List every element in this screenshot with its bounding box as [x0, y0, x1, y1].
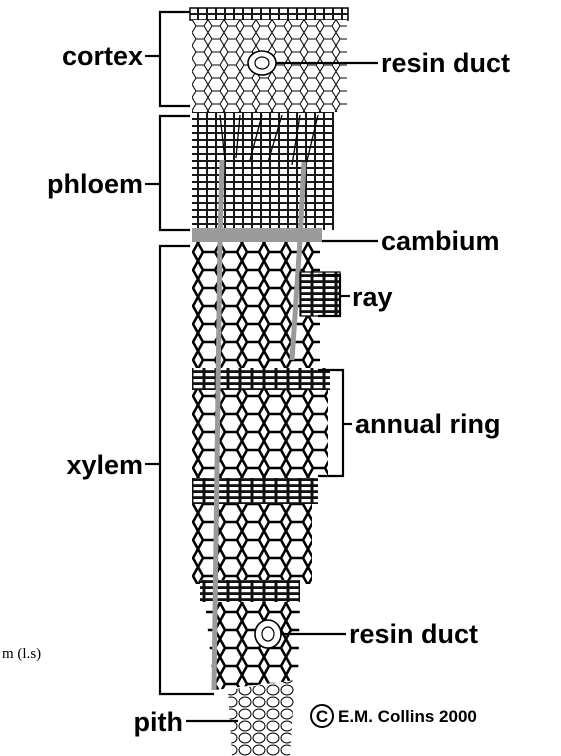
xylem-earlywood-3 [192, 504, 312, 584]
phloem-tissue [192, 112, 334, 230]
resin-duct-bottom-shape [255, 620, 281, 648]
phloem-bracket [160, 116, 190, 230]
cortex-bracket [160, 12, 190, 106]
label-annual-ring: annual ring [355, 409, 501, 439]
pith-tissue [228, 680, 295, 756]
stem-section [190, 8, 348, 756]
copyright-credit: C E.M. Collins 2000 [311, 705, 477, 727]
ray-tissue [300, 272, 340, 316]
label-xylem: xylem [66, 450, 143, 480]
label-cortex: cortex [62, 41, 143, 71]
label-resin-duct-top: resin duct [381, 48, 510, 78]
label-resin-duct-bottom: resin duct [349, 619, 478, 649]
credit-text: E.M. Collins 2000 [338, 707, 477, 726]
bark-edge [190, 8, 348, 20]
xylem-latewood-2 [192, 478, 318, 504]
label-pith: pith [134, 707, 183, 737]
caption-fragment: m (l.s) [2, 646, 41, 662]
label-ray: ray [352, 282, 393, 312]
copyright-symbol: C [316, 707, 328, 726]
xylem-earlywood-2 [192, 390, 328, 478]
label-phloem: phloem [47, 169, 143, 199]
label-cambium: cambium [381, 226, 500, 256]
resin-duct-top-shape [248, 51, 276, 75]
xylem-innermost [205, 602, 300, 690]
xylem-latewood-1 [192, 368, 330, 390]
